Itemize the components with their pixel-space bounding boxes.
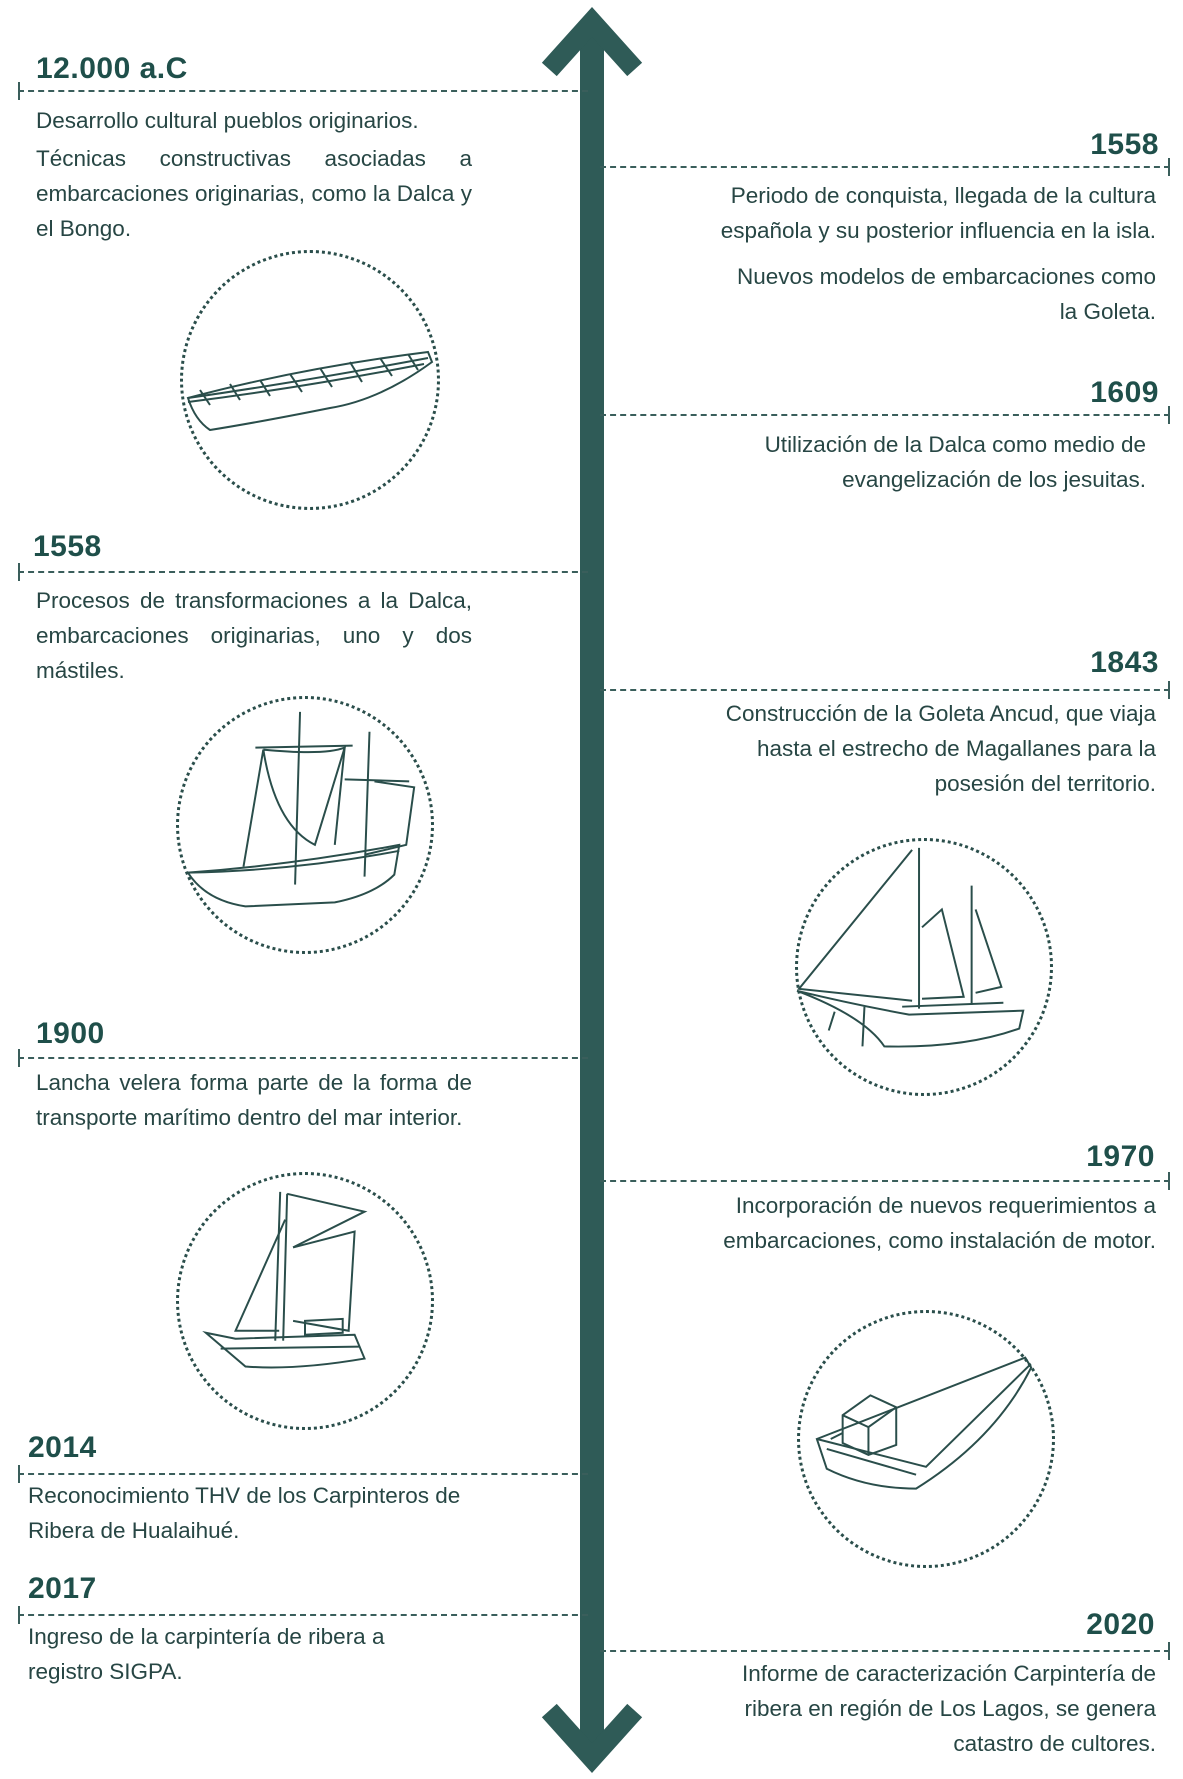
connector-line [18, 571, 588, 573]
event-year: 1900 [36, 1017, 105, 1050]
event-text: Nuevos modelos de embarcaciones como la … [737, 264, 1156, 324]
event-text: Ingreso de la carpintería de ribera a re… [28, 1624, 385, 1684]
connector-line [18, 1057, 588, 1059]
illustration-frame [180, 250, 440, 510]
event-year: 2020 [1086, 1608, 1155, 1641]
illustration-frame [176, 1172, 434, 1430]
connector-line [600, 414, 1170, 416]
event-year: 2014 [28, 1431, 97, 1464]
connector-line [600, 1180, 1170, 1182]
timeline-axis [580, 30, 604, 1750]
event-text: Procesos de transformaciones a la Dalca,… [36, 588, 472, 683]
event-text: Reconocimiento THV de los Carpinteros de… [28, 1483, 461, 1543]
marker-tick [1168, 1172, 1170, 1190]
connector-line [18, 1473, 588, 1475]
event-text: Lancha velera forma parte de la forma de… [36, 1070, 472, 1130]
event-year: 1558 [1090, 128, 1159, 161]
event-year: 1843 [1090, 646, 1159, 679]
marker-tick [1168, 158, 1170, 176]
marker-tick [1168, 1642, 1170, 1660]
connector-line [18, 90, 588, 92]
event-text: Construcción de la Goleta Ancud, que via… [725, 701, 1156, 796]
illustration-frame [795, 838, 1053, 1096]
event-year: 1970 [1086, 1140, 1155, 1173]
illustration-frame [176, 696, 434, 954]
connector-line [600, 166, 1170, 168]
event-text: Desarrollo cultural pueblos originarios. [36, 108, 419, 133]
marker-tick [1168, 406, 1170, 424]
event-year: 12.000 a.C [36, 52, 188, 85]
marker-tick [1168, 681, 1170, 699]
connector-line [600, 1650, 1170, 1652]
event-text: Periodo de conquista, llegada de la cult… [720, 183, 1156, 243]
event-year: 2017 [28, 1572, 97, 1605]
dalca-canoe-icon [186, 350, 434, 432]
event-text: Informe de caracterización Carpintería d… [742, 1661, 1156, 1756]
connector-line [600, 689, 1170, 691]
illustration-frame [797, 1310, 1055, 1568]
sailing-launch-icon [202, 1191, 368, 1369]
event-year: 1609 [1090, 376, 1159, 409]
schooner-icon [796, 847, 1025, 1048]
connector-line [18, 1614, 588, 1616]
event-year: 1558 [33, 530, 102, 563]
event-text: Incorporación de nuevos requerimientos a… [723, 1193, 1156, 1253]
motor-boat-icon [815, 1356, 1033, 1490]
event-text: Técnicas constructivas asociadas a embar… [36, 146, 472, 241]
two-mast-sail-boat-icon [186, 711, 416, 908]
event-text: Utilización de la Dalca como medio de ev… [764, 432, 1146, 492]
